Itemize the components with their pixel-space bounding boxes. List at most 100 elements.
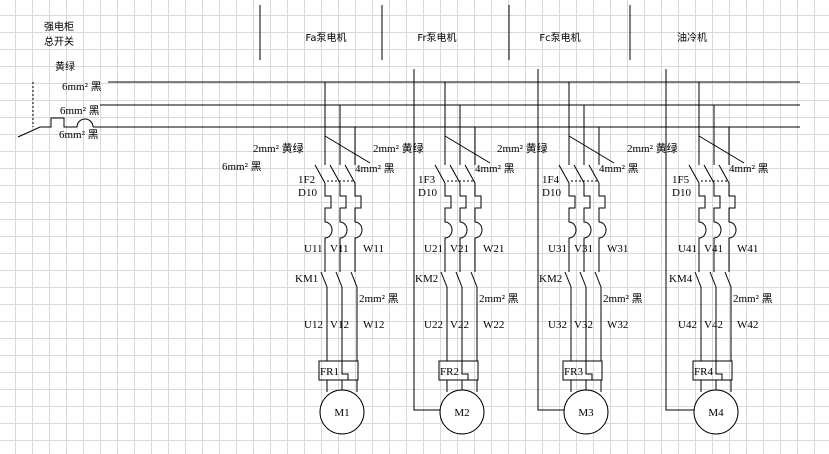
bus-label: 6mm² 黑 — [62, 80, 102, 93]
overload-relay — [692, 360, 733, 381]
column-title: Fr泵电机 — [417, 31, 456, 44]
overload-relay — [318, 360, 359, 381]
wire-label: 2mm² 黑 — [603, 292, 643, 305]
tap-leader — [444, 135, 491, 164]
terminal-label: W32 — [607, 319, 628, 331]
overload-relay — [438, 360, 479, 381]
terminal-label: U42 — [678, 319, 697, 331]
terminal-label: V22 — [450, 319, 469, 331]
fuse-element — [339, 183, 348, 272]
contactor-contact — [594, 271, 602, 288]
breaker-type-label: D10 — [298, 187, 317, 199]
motor — [439, 389, 485, 435]
terminal-label: W42 — [737, 319, 758, 331]
terminal-label: V12 — [330, 319, 349, 331]
contactor-contact — [455, 271, 463, 288]
fuse-element — [459, 183, 468, 272]
contactor-contact — [724, 271, 732, 288]
motor-label: M4 — [708, 407, 724, 419]
terminal-label: V21 — [450, 243, 469, 255]
tap-wire-label: 4mm² 黑 — [355, 162, 395, 175]
terminal-label: U12 — [304, 319, 323, 331]
motor-label: M3 — [578, 407, 594, 419]
contactor-contact — [335, 271, 343, 288]
terminal-label: U41 — [678, 243, 697, 255]
breaker-label: 1F3 — [418, 174, 436, 186]
tap-wire-label: 4mm² 黑 — [599, 162, 639, 175]
overload-relay — [562, 360, 603, 381]
motor — [563, 389, 609, 435]
breaker-contact — [588, 164, 600, 184]
main-switch-blade — [17, 126, 41, 138]
breaker-contact — [573, 164, 585, 184]
terminal-label: U32 — [548, 319, 567, 331]
bus-label: 6mm² 黑 — [59, 128, 99, 141]
terminal-label: V41 — [704, 243, 723, 255]
ground-wire-label: 2mm² 黄绿 — [497, 141, 548, 155]
overload-relay-symbol — [461, 361, 469, 380]
ground-wire-label: 2mm² 黄绿 — [253, 141, 304, 155]
contactor-contact — [440, 271, 448, 288]
motor-label: M1 — [334, 407, 349, 419]
overload-relay-symbol — [585, 361, 593, 380]
contactor-contact — [350, 271, 358, 288]
contactor-contact — [709, 271, 717, 288]
terminal-label: V11 — [330, 243, 349, 255]
contactor-contact — [320, 271, 328, 288]
fuse-element — [354, 183, 363, 272]
contactor-contact — [694, 271, 702, 288]
wire-label: 2mm² 黑 — [479, 292, 519, 305]
contactor-contact — [564, 271, 572, 288]
contactor-contact — [579, 271, 587, 288]
breaker-contact — [558, 164, 570, 184]
breaker-label: 1F2 — [298, 174, 315, 186]
overload-relay-label: FR2 — [440, 366, 459, 378]
overload-relay-symbol — [715, 361, 723, 380]
terminal-label: W12 — [363, 319, 384, 331]
breaker-type-label: D10 — [672, 187, 691, 199]
terminal-label: W21 — [483, 243, 504, 255]
ground-wire — [537, 69, 564, 411]
contactor-contact — [470, 271, 478, 288]
motor — [693, 389, 739, 435]
breaker-contact — [314, 164, 326, 184]
breaker-contact — [688, 164, 700, 184]
terminal-label: W22 — [483, 319, 504, 331]
breaker-label: 1F4 — [542, 174, 560, 186]
terminal-label: W11 — [363, 243, 384, 255]
tap-leader — [324, 135, 371, 164]
fuse-element — [444, 183, 453, 272]
breaker-contact — [434, 164, 446, 184]
cabinet-label: 总开关 — [44, 35, 74, 48]
breaker-contact — [718, 164, 730, 184]
cabinet-label: 强电柜 — [44, 20, 74, 33]
contactor-label: KM1 — [295, 273, 318, 285]
motor — [319, 389, 365, 435]
breaker-contact — [329, 164, 341, 184]
fuse-element — [713, 183, 722, 272]
column-title: Fa泵电机 — [306, 31, 347, 44]
wire-label: 2mm² 黑 — [359, 292, 399, 305]
ground-wire-label: 2mm² 黄绿 — [373, 141, 424, 155]
breaker-label: 1F5 — [672, 174, 690, 186]
fuse-element — [598, 183, 607, 272]
contactor-label: KM2 — [415, 273, 438, 285]
bus-label: 6mm² 黑 — [60, 104, 100, 117]
breaker-contact — [464, 164, 476, 184]
ground-label: 黄绿 — [55, 60, 75, 73]
wire-label: 2mm² 黑 — [733, 292, 773, 305]
terminal-label: V32 — [574, 319, 593, 331]
ground-wire — [665, 69, 694, 411]
ground-wire-label: 2mm² 黄绿 — [627, 141, 678, 155]
overload-relay-label: FR1 — [320, 366, 339, 378]
fuse-element — [568, 183, 577, 272]
breaker-type-label: D10 — [542, 187, 561, 199]
terminal-label: U21 — [424, 243, 443, 255]
contactor-label: KM2 — [539, 273, 562, 285]
tap-leader — [698, 135, 745, 164]
ground-wire — [413, 69, 440, 411]
fuse-element — [728, 183, 737, 272]
breaker-contact — [703, 164, 715, 184]
